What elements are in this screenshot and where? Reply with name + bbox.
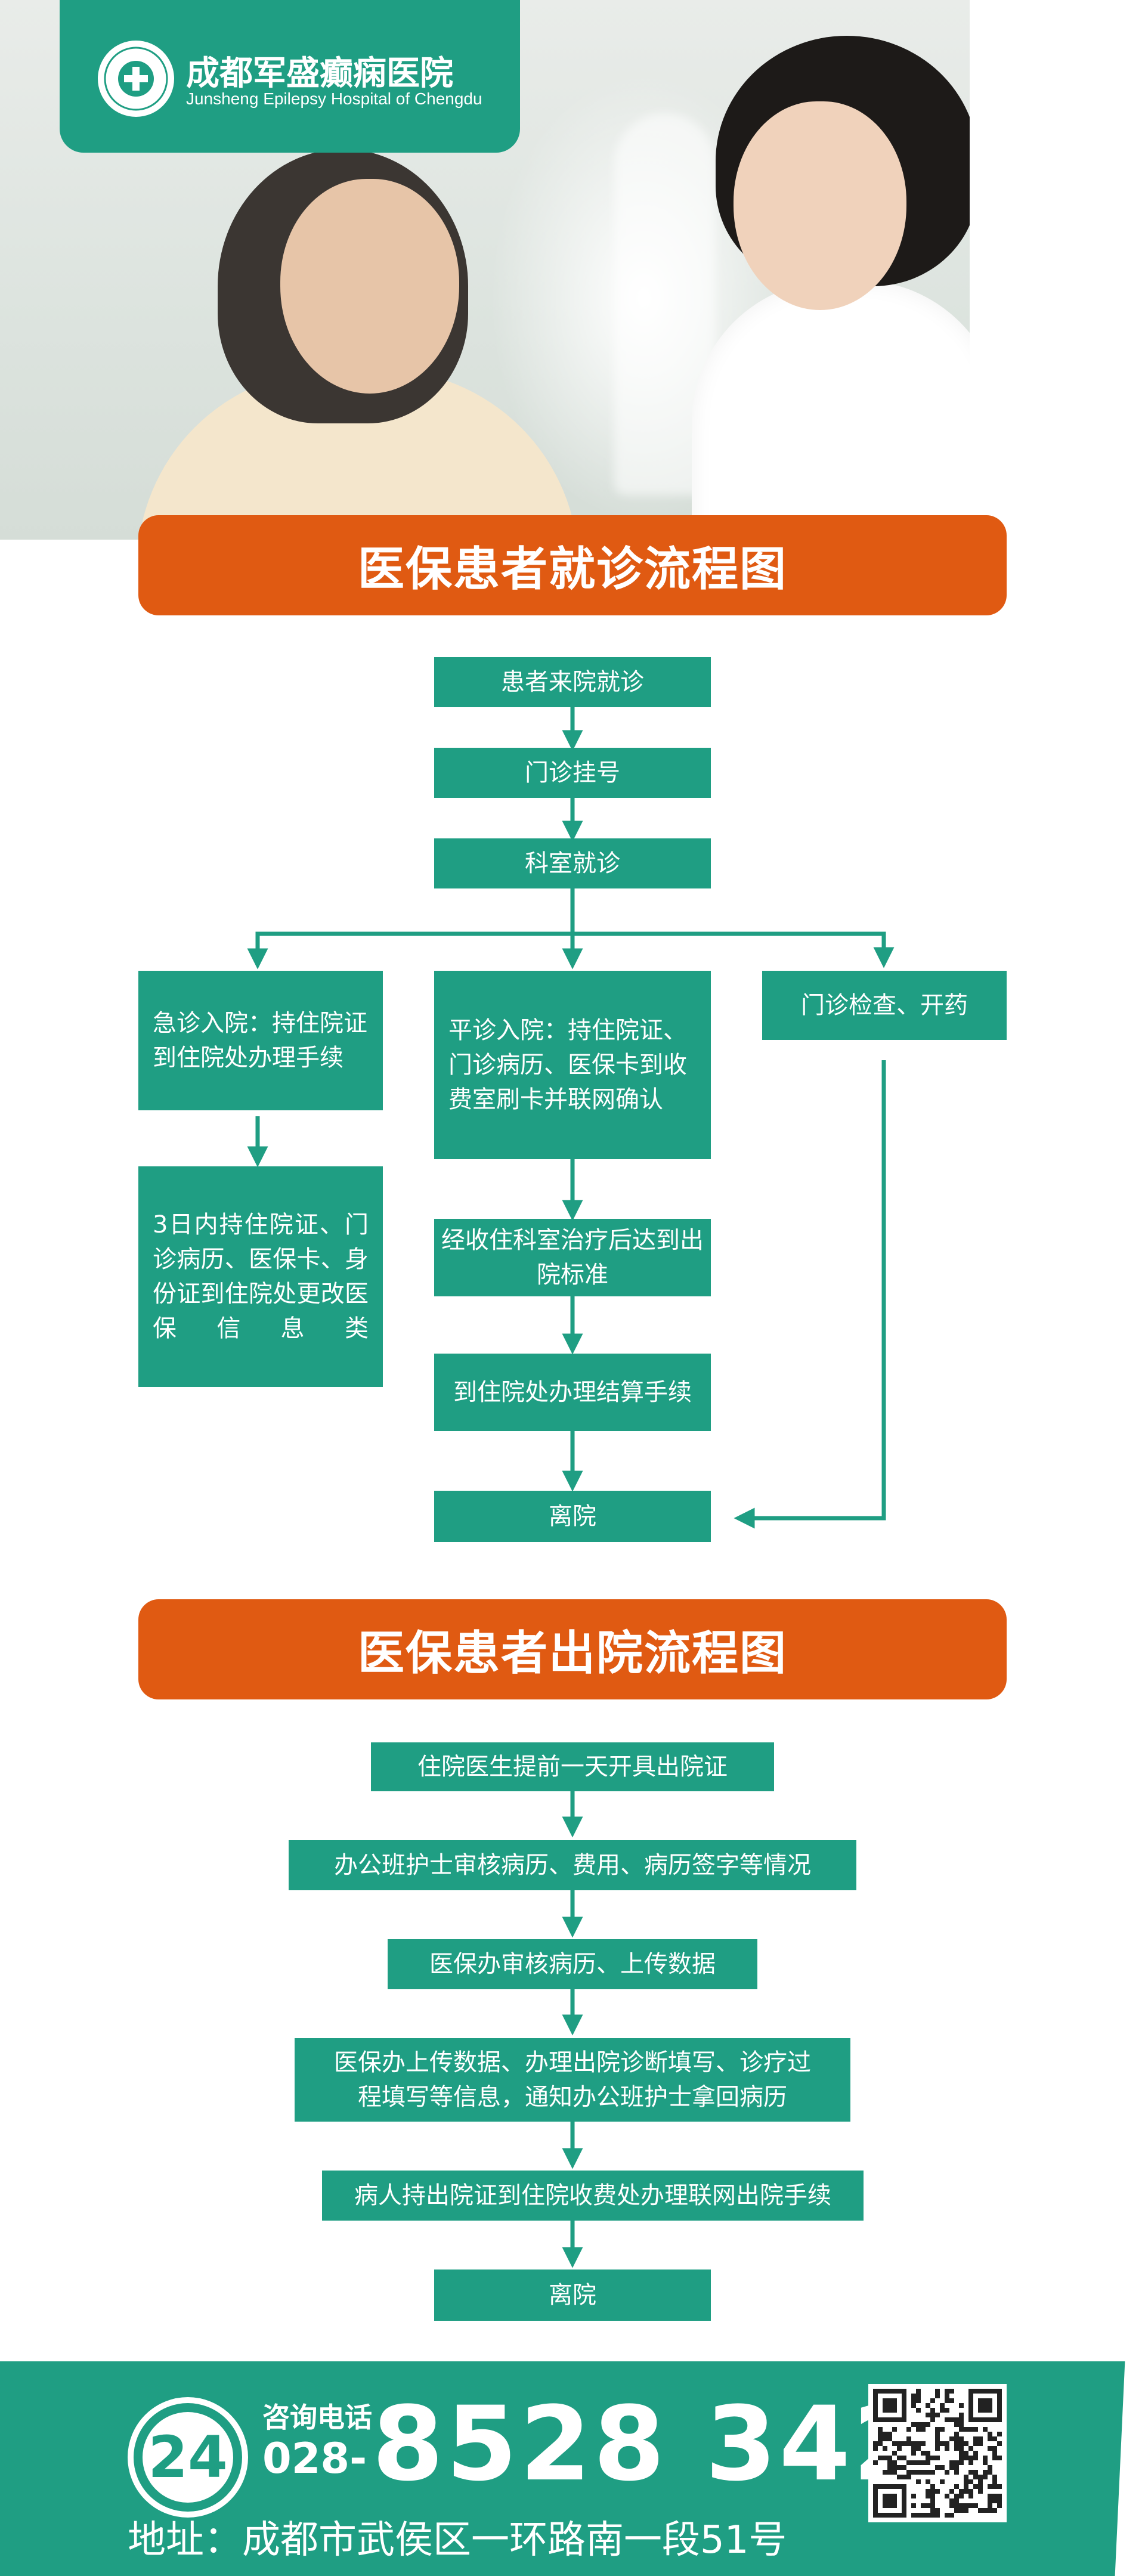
- step-arrive: 患者来院就诊: [434, 657, 711, 707]
- nurse-face: [734, 101, 906, 310]
- flow-connectors: [247, 707, 895, 2268]
- step-leave-2: 离院: [434, 2270, 711, 2321]
- step-department: 科室就诊: [434, 838, 711, 888]
- step-emergency: 急诊入院：持住院证到住院处办理手续: [138, 971, 383, 1110]
- step-treatment: 经收住科室治疗后达到出院标准: [434, 1219, 711, 1296]
- step-discharge-certificate: 住院医生提前一天开具出院证: [371, 1742, 774, 1791]
- section2-title: 医保患者出院流程图: [138, 1599, 1007, 1699]
- step-register: 门诊挂号: [434, 748, 711, 798]
- step-outpatient: 门诊检查、开药: [762, 971, 1007, 1040]
- qr-code-icon: [868, 2384, 1007, 2522]
- footer-stripe: [1115, 2361, 1145, 2576]
- step-settlement: 到住院处办理结算手续: [434, 1354, 711, 1431]
- 24-hour-icon: 24: [128, 2397, 248, 2518]
- step-nurse-review: 办公班护士审核病历、费用、病历签字等情况: [289, 1840, 856, 1890]
- section1-title: 医保患者就诊流程图: [138, 515, 1007, 615]
- step-diagnosis-fill: 医保办上传数据、办理出院诊断填写、诊疗过程填写等信息，通知办公班护士拿回病历: [295, 2038, 850, 2122]
- badge-number: 24: [148, 2424, 228, 2491]
- step-upload-data: 医保办审核病历、上传数据: [388, 1939, 757, 1989]
- contact-footer: 24 咨询电话 028- 8528 3420 地址：成都市武侯区一环路南一段51…: [0, 2361, 1145, 2576]
- patient-face: [280, 179, 459, 394]
- area-code: 028-: [262, 2434, 367, 2483]
- hospital-logo: 成都军盛癫痫医院 Junsheng Epilepsy Hospital of C…: [60, 0, 520, 153]
- step-regular-admission: 平诊入院：持住院证、门诊病历、医保卡到收费室刷卡并联网确认: [434, 971, 711, 1159]
- hotline-label: 咨询电话: [262, 2401, 372, 2433]
- hospital-address: 地址：成都市武侯区一环路南一段51号: [128, 2518, 787, 2562]
- step-checkout: 病人持出院证到住院收费处办理联网出院手续: [322, 2171, 864, 2221]
- step-leave-1: 离院: [434, 1491, 711, 1542]
- nurse-figure: [692, 280, 970, 540]
- step-within-3-days: 3日内持住院证、门诊病历、医保卡、身份证到住院处更改医保信息类: [138, 1166, 383, 1387]
- hospital-name-cn: 成都军盛癫痫医院: [186, 54, 453, 93]
- hospital-name-en: Junsheng Epilepsy Hospital of Chengdu: [186, 89, 482, 108]
- hospital-emblem-icon: [98, 41, 174, 117]
